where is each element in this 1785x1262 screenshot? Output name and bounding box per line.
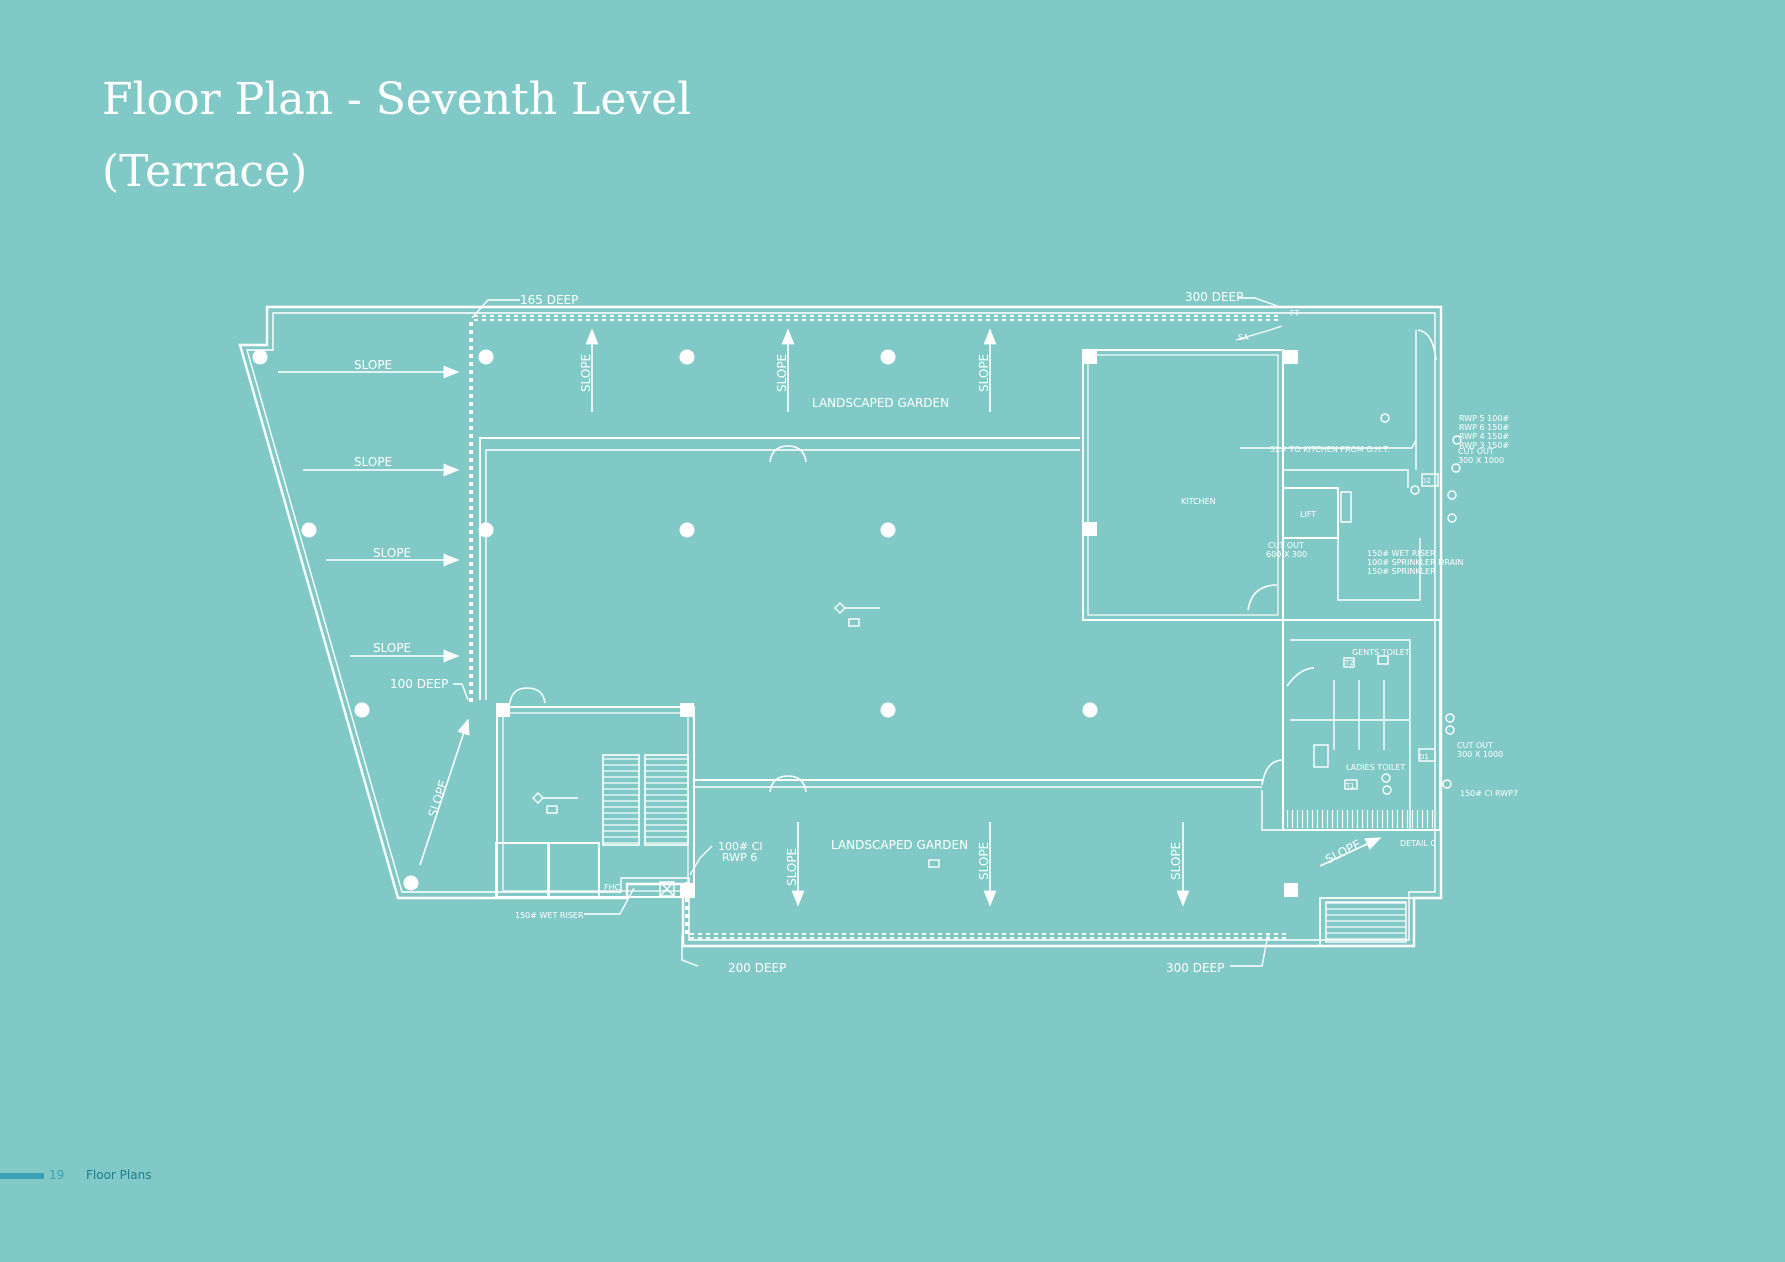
label-kitchen: KITCHEN [1181, 497, 1216, 506]
pipe-symbols [532, 413, 1462, 897]
outer-wall-inner [246, 312, 1436, 941]
label-rwp-ci: 100# CI [718, 840, 763, 853]
label-sa: SA [1238, 333, 1249, 342]
column [1284, 883, 1298, 897]
label-kitchen-pipe: 32# TO KITCHEN FROM O.H.T. [1270, 445, 1390, 454]
label-slope: SLOPE [354, 358, 392, 372]
label-t1: T1 [1345, 782, 1355, 790]
label-ft: FT [1290, 309, 1299, 318]
label-fhc: FHC [604, 883, 621, 892]
label-slope: SLOPE [373, 546, 411, 560]
column [403, 875, 419, 891]
label-slope: SLOPE [354, 455, 392, 469]
column [301, 522, 317, 538]
label-cutout-size: 300 X 1000 [1458, 456, 1504, 465]
column [252, 349, 268, 365]
footer-accent-bar [0, 1173, 44, 1179]
label-cutout-kitchen: CUT OUT [1268, 541, 1304, 550]
label-rwp-6: RWP 6 [722, 851, 757, 864]
label-gents-toilet: GENTS TOILET [1352, 648, 1410, 657]
plan-labels: 165 DEEP 300 DEEP SLOPE SLOPE SLOPE SLOP… [354, 290, 1518, 975]
column [496, 703, 510, 717]
label-slope: SLOPE [977, 842, 991, 880]
toilet-block [1282, 619, 1441, 831]
label-slope: SLOPE [373, 641, 411, 655]
stair-treads-right [644, 754, 689, 846]
label-rwp3: RWP 3 150# [1459, 441, 1509, 450]
label-100-deep: 100 DEEP [390, 677, 448, 691]
column [1284, 350, 1298, 364]
square-columns [496, 350, 1298, 897]
label-slope: SLOPE [426, 778, 451, 819]
label-d2: D2 [1421, 477, 1431, 485]
column [354, 702, 370, 718]
label-wet-riser: 150# WET RISER [1367, 549, 1436, 558]
column [880, 349, 896, 365]
label-rwp5: RWP 5 100# [1459, 414, 1509, 423]
label-slope: SLOPE [785, 848, 799, 886]
column [880, 522, 896, 538]
bottom-right-stair [1319, 897, 1415, 947]
column [1083, 350, 1097, 364]
door-swings [509, 329, 1437, 793]
label-rwp4: RWP 4 150# [1459, 432, 1509, 441]
column [680, 883, 694, 897]
label-sprinkler: 150# SPRINKLER [1367, 567, 1436, 576]
garden-top-wall [479, 437, 1080, 700]
label-ladies-toilet: LADIES TOILET [1346, 763, 1405, 772]
label-slope: SLOPE [1323, 837, 1363, 867]
parapet-top [470, 315, 1282, 321]
label-cutout: CUT OUT [1458, 447, 1494, 456]
label-slope: SLOPE [1169, 842, 1183, 880]
stair-treads-left [602, 754, 640, 846]
column [679, 349, 695, 365]
kitchen-room [1082, 349, 1284, 621]
label-rwp6: RWP 6 150# [1459, 423, 1509, 432]
label-garden-bottom: LANDSCAPED GARDEN [831, 838, 968, 852]
columns [252, 349, 1098, 891]
parapet-bottom [688, 933, 1288, 939]
footer-section-label: Floor Plans [86, 1168, 152, 1182]
slope-arrows [278, 328, 1382, 907]
column [679, 522, 695, 538]
label-cutout-2: CUT OUT [1457, 741, 1493, 750]
label-garden-top: LANDSCAPED GARDEN [812, 396, 949, 410]
label-165-deep: 165 DEEP [520, 293, 578, 307]
label-cutout-2-size: 300 X 1000 [1457, 750, 1503, 759]
column [478, 349, 494, 365]
column [1083, 522, 1097, 536]
service-ducts [1287, 810, 1437, 828]
column [680, 703, 694, 717]
label-200-deep: 200 DEEP [728, 961, 786, 975]
label-300-deep-bottom: 300 DEEP [1166, 961, 1224, 975]
label-wet-riser-bottom: 150# WET RISER [515, 911, 584, 920]
page-title: Floor Plan - Seventh Level [102, 74, 692, 125]
parapet-left [467, 318, 473, 706]
label-detail-c: DETAIL C [1400, 839, 1436, 848]
label-t2: T2 [1344, 659, 1354, 667]
label-cutout-kitchen-size: 600 X 300 [1266, 550, 1307, 559]
column [478, 522, 494, 538]
label-slope: SLOPE [579, 354, 593, 392]
label-slope: SLOPE [775, 354, 789, 392]
label-lift: LIFT [1300, 510, 1316, 519]
page-subtitle: (Terrace) [102, 146, 308, 197]
label-rwp7: 150# CI RWP7 [1460, 789, 1518, 798]
leader-lines [453, 297, 1417, 967]
label-sprinkler-drain: 100# SPRINKLER DRAIN [1367, 558, 1463, 567]
label-300-deep-top: 300 DEEP [1185, 290, 1243, 304]
column [1082, 702, 1098, 718]
label-slope: SLOPE [977, 354, 991, 392]
column [880, 702, 896, 718]
footer-page-number: 19 [49, 1168, 65, 1182]
label-d1: D1 [1419, 753, 1429, 761]
